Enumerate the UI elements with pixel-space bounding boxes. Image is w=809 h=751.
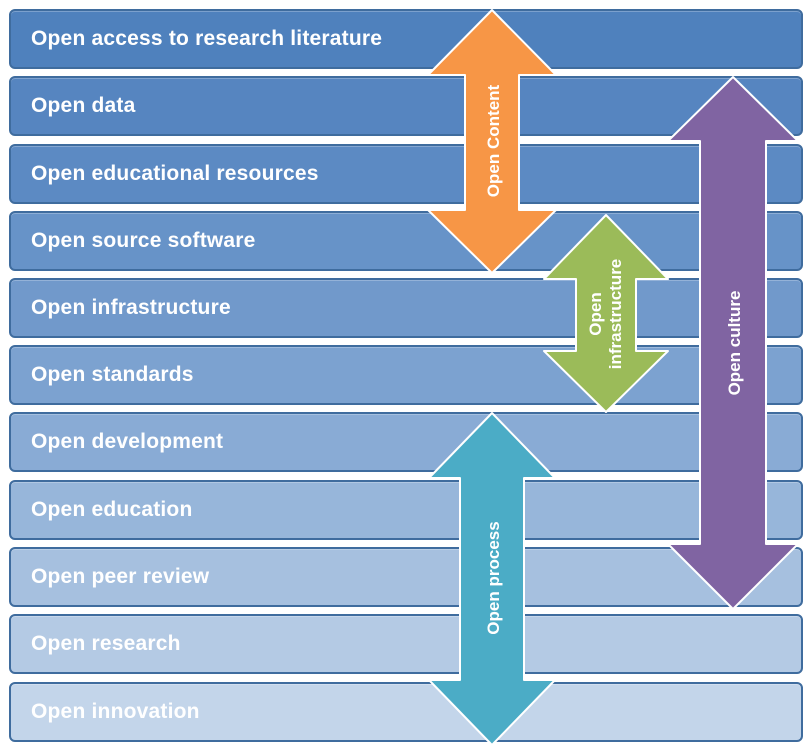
row-open-infrastructure: Open infrastructure <box>9 278 803 338</box>
open-content-arrow-shape <box>427 9 557 274</box>
open-infrastructure-label-line2: infrastructure <box>606 259 625 370</box>
row-label: Open education <box>31 498 193 521</box>
row-label: Open innovation <box>31 700 200 723</box>
open-infrastructure-label-line1: Open <box>586 292 605 335</box>
open-process-arrow: Open process <box>428 412 556 746</box>
open-infrastructure-arrow-shape <box>543 214 669 413</box>
row-open-education: Open education <box>9 480 803 540</box>
open-process-arrow-shape <box>428 412 556 746</box>
row-label: Open development <box>31 430 224 453</box>
open-culture-arrow: Open culture <box>667 76 799 610</box>
open-infrastructure-arrow: Open infrastructure <box>543 214 669 413</box>
row-open-peer-review: Open peer review <box>9 547 803 607</box>
row-open-access: Open access to research literature <box>9 9 803 69</box>
row-open-standards: Open standards <box>9 345 803 405</box>
open-culture-label: Open culture <box>725 291 744 396</box>
open-culture-arrow-shape <box>667 76 799 610</box>
open-content-arrow: Open Content <box>427 9 557 274</box>
row-open-development: Open development <box>9 412 803 472</box>
row-label: Open peer review <box>31 565 210 588</box>
row-open-research: Open research <box>9 614 803 674</box>
row-label: Open infrastructure <box>31 296 231 319</box>
row-open-data: Open data <box>9 76 803 136</box>
row-open-educational-resources: Open educational resources <box>9 144 803 204</box>
row-label: Open source software <box>31 229 256 252</box>
row-label: Open research <box>31 632 181 655</box>
row-label: Open data <box>31 94 136 117</box>
row-open-source-software: Open source software <box>9 211 803 271</box>
row-label: Open educational resources <box>31 162 319 185</box>
row-label: Open access to research literature <box>31 27 383 50</box>
open-process-label: Open process <box>484 521 503 634</box>
row-open-innovation: Open innovation <box>9 682 803 742</box>
open-content-label: Open Content <box>484 84 503 197</box>
row-label: Open standards <box>31 363 194 386</box>
